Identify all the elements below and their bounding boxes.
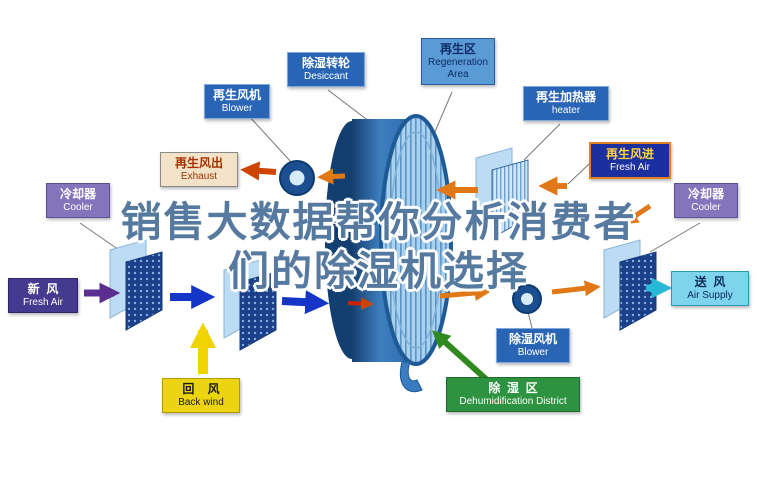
regen-fan-icon bbox=[279, 160, 315, 196]
label-desiccant-wheel: 除湿转轮 Desiccant bbox=[287, 52, 365, 87]
label-desiccant-wheel-zh: 除湿转轮 bbox=[301, 56, 350, 70]
label-regen-area-zh: 再生区 bbox=[439, 42, 476, 56]
label-regen-blower-zh: 再生风机 bbox=[212, 88, 261, 102]
coil-unit-right bbox=[603, 239, 657, 331]
label-fresh-air-en: Fresh Air bbox=[22, 296, 63, 308]
label-dehumid-district-zh: 除 湿 区 bbox=[488, 381, 538, 395]
label-regen-inlet-en: Fresh Air bbox=[609, 161, 650, 173]
regen-air-arrows bbox=[240, 161, 652, 301]
label-fresh-air: 新 风 Fresh Air bbox=[8, 278, 78, 313]
label-dehumid-blower-zh: 除湿风机 bbox=[508, 332, 557, 346]
label-air-supply: 送 风 Air Supply bbox=[671, 271, 749, 306]
label-regen-area: 再生区 Regeneration Area bbox=[421, 38, 495, 85]
heater-unit bbox=[475, 147, 529, 239]
label-fresh-air-zh: 新 风 bbox=[27, 282, 59, 296]
label-regen-heater: 再生加热器 heater bbox=[523, 86, 609, 121]
label-regen-inlet-zh: 再生风进 bbox=[605, 147, 654, 161]
desiccant-wheel-shape bbox=[325, 114, 453, 393]
headline-line-2: 们的除湿机选择 bbox=[228, 248, 529, 294]
label-regen-exhaust-zh: 再生风出 bbox=[174, 156, 223, 170]
label-regen-exhaust-en: Exhaust bbox=[180, 170, 218, 182]
label-regen-heater-zh: 再生加热器 bbox=[535, 90, 596, 104]
process-air-arrows bbox=[84, 282, 374, 315]
label-regen-inlet: 再生风进 Fresh Air bbox=[589, 142, 671, 179]
dehumid-fan-icon bbox=[512, 284, 542, 314]
label-dehumid-blower: 除湿风机 Blower bbox=[496, 328, 570, 363]
label-cooler-right: 冷却器 Cooler bbox=[674, 183, 738, 218]
label-cooler-left: 冷却器 Cooler bbox=[46, 183, 110, 218]
label-cooler-right-en: Cooler bbox=[691, 201, 721, 213]
label-cooler-right-zh: 冷却器 bbox=[687, 187, 724, 201]
label-connector-lines bbox=[79, 89, 701, 329]
dehumid-district-arrow bbox=[431, 330, 490, 383]
label-dehumid-district: 除 湿 区 Dehumidification District bbox=[446, 377, 580, 412]
wheel-bottom-tab bbox=[400, 361, 423, 393]
coil-unit-center bbox=[223, 259, 277, 351]
label-back-wind: 回 风 Back wind bbox=[162, 378, 240, 413]
headline-line-1: 销售大数据帮你分析消费者 bbox=[120, 199, 637, 245]
label-cooler-left-zh: 冷却器 bbox=[59, 187, 96, 201]
label-back-wind-zh: 回 风 bbox=[182, 382, 220, 396]
label-cooler-left-en: Cooler bbox=[63, 201, 93, 213]
label-dehumid-blower-en: Blower bbox=[517, 346, 549, 358]
label-regen-heater-en: heater bbox=[551, 104, 581, 116]
label-air-supply-zh: 送 风 bbox=[694, 275, 726, 289]
label-back-wind-en: Back wind bbox=[178, 396, 224, 408]
label-regen-blower-en: Blower bbox=[221, 102, 253, 114]
label-air-supply-en: Air Supply bbox=[687, 289, 733, 301]
label-desiccant-wheel-en: Desiccant bbox=[304, 70, 348, 82]
label-dehumid-district-en: Dehumidification District bbox=[459, 395, 567, 407]
label-regen-exhaust: 再生风出 Exhaust bbox=[160, 152, 238, 187]
label-regen-blower: 再生风机 Blower bbox=[204, 84, 270, 119]
headline-overlay: 销售大数据帮你分析消费者 们的除湿机选择 bbox=[0, 198, 757, 296]
label-regen-area-en: Regeneration Area bbox=[427, 56, 489, 80]
